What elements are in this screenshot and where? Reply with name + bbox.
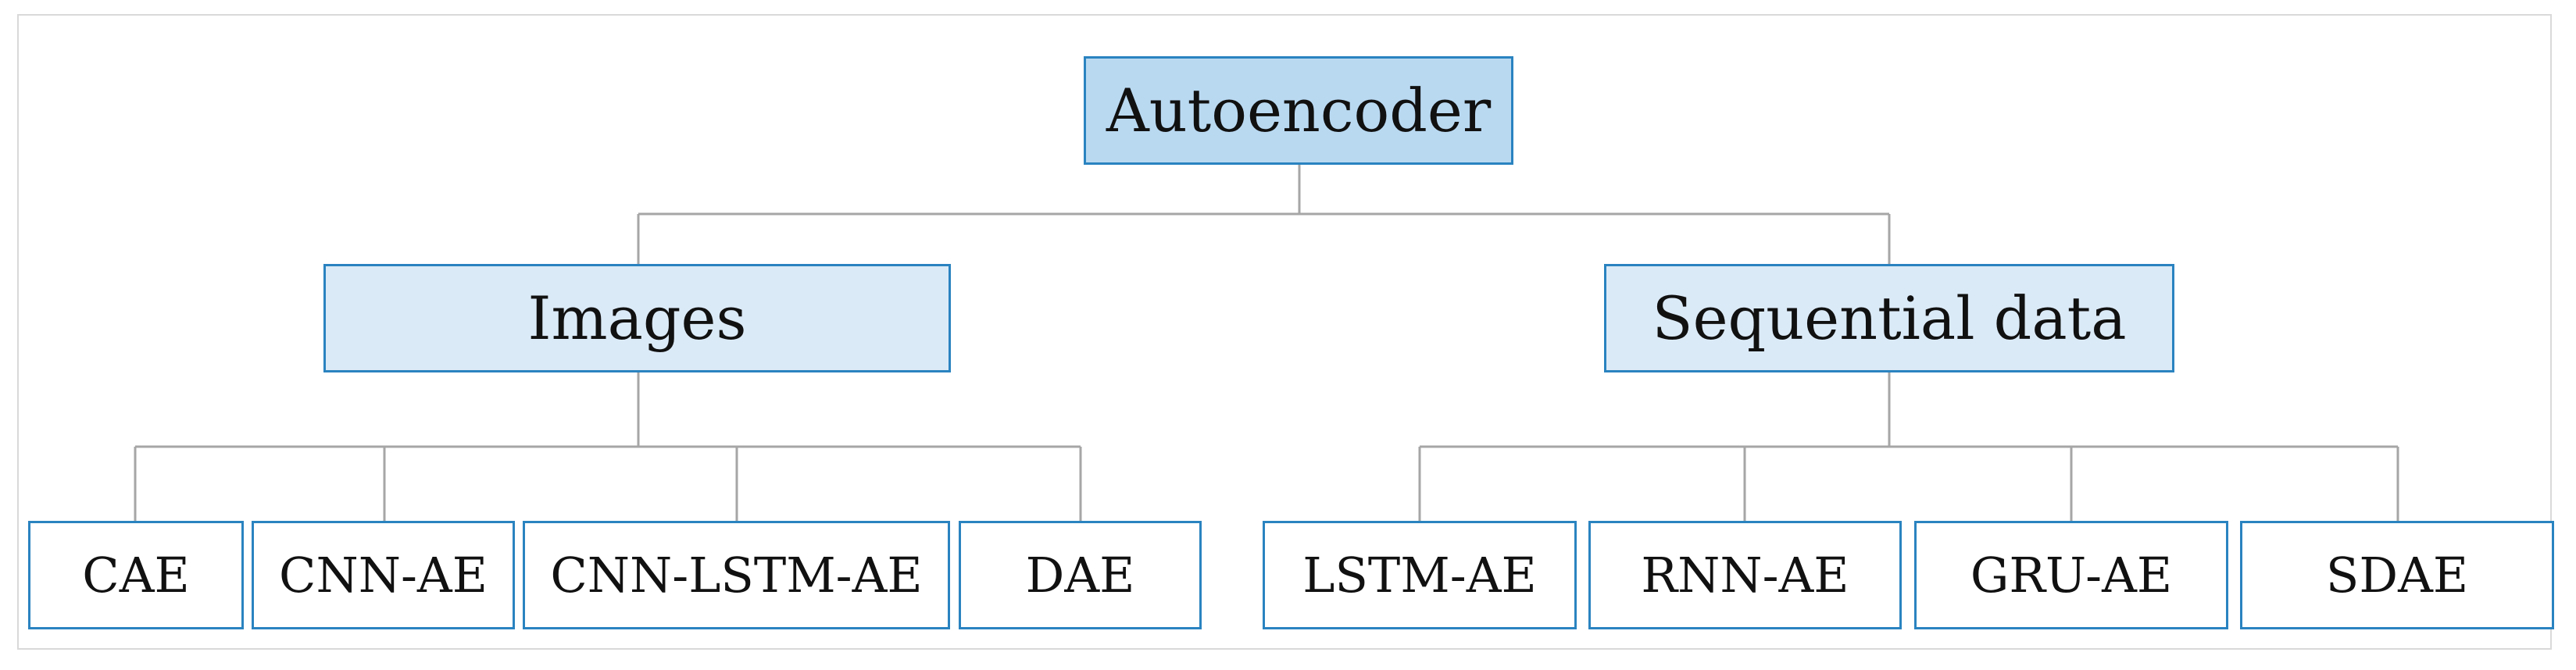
node-gru-ae: GRU-AE <box>1914 521 2228 629</box>
node-cae: CAE <box>28 521 244 629</box>
node-rnn-ae-label: RNN-AE <box>1641 547 1849 604</box>
node-sdae: SDAE <box>2240 521 2554 629</box>
node-cnn-ae: CNN-AE <box>252 521 515 629</box>
node-cnn-ae-label: CNN-AE <box>279 547 488 604</box>
node-lstm-ae-label: LSTM-AE <box>1302 547 1537 604</box>
node-sdae-label: SDAE <box>2325 547 2469 604</box>
node-lstm-ae: LSTM-AE <box>1263 521 1577 629</box>
node-dae-label: DAE <box>1025 547 1135 604</box>
node-gru-ae-label: GRU-AE <box>1970 547 2173 604</box>
node-cnn-lstm-ae-label: CNN-LSTM-AE <box>550 547 923 604</box>
node-dae: DAE <box>959 521 1202 629</box>
node-rnn-ae: RNN-AE <box>1588 521 1902 629</box>
node-images-label: Images <box>527 283 747 353</box>
node-sequential-data: Sequential data <box>1604 264 2174 372</box>
node-images: Images <box>323 264 951 372</box>
node-cae-label: CAE <box>82 547 190 604</box>
node-cnn-lstm-ae: CNN-LSTM-AE <box>523 521 950 629</box>
node-sequential-data-label: Sequential data <box>1652 283 2127 353</box>
node-autoencoder-label: Autoencoder <box>1106 76 1492 145</box>
diagram-frame <box>17 14 2552 650</box>
node-autoencoder: Autoencoder <box>1084 56 1513 165</box>
